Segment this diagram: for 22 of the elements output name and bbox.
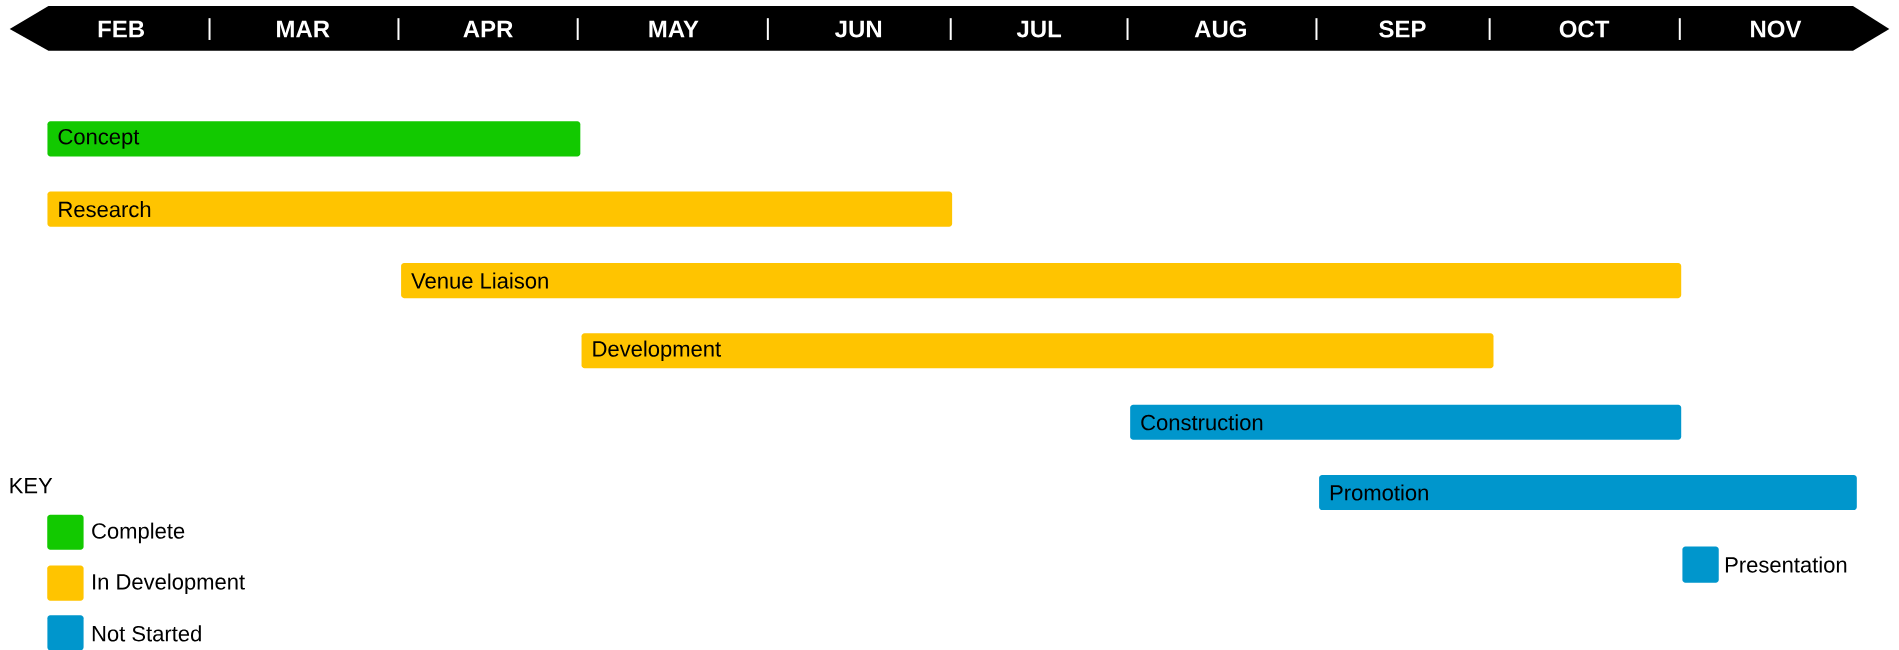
task-bar: Concept — [47, 121, 581, 157]
legend-label: In Development — [93, 573, 245, 594]
task-bar: Research — [47, 191, 953, 227]
month-label: JUL — [1016, 20, 1062, 38]
legend-label: Not Started — [92, 625, 201, 642]
legend-label: Complete — [92, 522, 185, 544]
task-bar: Venue Liaison — [401, 263, 1682, 299]
month-label: MAR — [277, 20, 330, 38]
month-label: OCT — [1559, 20, 1610, 38]
task-bar: Construction — [1130, 404, 1682, 440]
task-bar: Development — [581, 333, 1494, 369]
month-label: JUN — [835, 20, 882, 38]
month-label: AUG — [1194, 20, 1246, 38]
month-label: FEB — [98, 20, 145, 38]
month-label: SEP — [1379, 20, 1426, 38]
task-bar: Promotion — [1319, 474, 1857, 511]
task-label: Presentation — [1725, 556, 1847, 573]
legend-title: KEY — [10, 478, 53, 494]
month-label: MAY — [649, 20, 699, 38]
task-marker — [1682, 546, 1719, 583]
month-label: NOV — [1751, 20, 1802, 38]
month-label: APR — [463, 20, 513, 38]
